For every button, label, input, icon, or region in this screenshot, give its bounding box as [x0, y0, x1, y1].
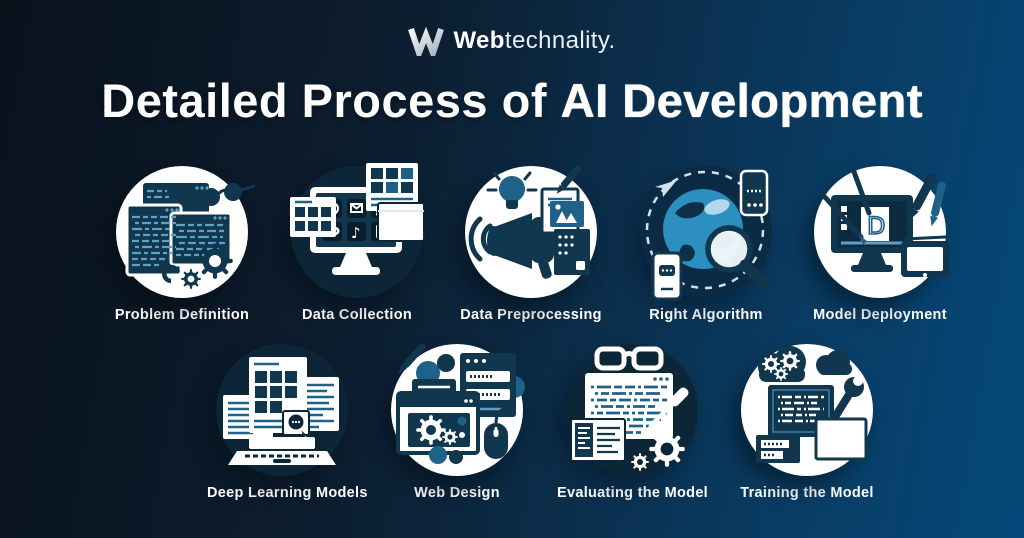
step-label: Problem Definition [114, 307, 250, 323]
step-label: Model Deployment [813, 307, 947, 323]
step-right-algorithm: Right Algorithm [631, 166, 781, 323]
step-model-deployment: D Model Deployment [805, 166, 955, 323]
step-label: Web Design [414, 485, 500, 501]
step-deep-learning-models: Deep Learning Models [207, 344, 368, 501]
page-title: Detailed Process of AI Development [0, 74, 1024, 128]
laptop-grid-windows-icon [223, 357, 339, 465]
code-glasses-screwdriver-icon [570, 346, 689, 471]
step-circle [116, 166, 256, 298]
monitor-app-tiles-windows-icon: ♪ [290, 163, 425, 275]
step-circle: ♪ [290, 163, 425, 298]
title-emphasis: AI Development [560, 74, 923, 127]
svg-text:♪: ♪ [351, 224, 361, 242]
step-circle [216, 344, 348, 476]
step-web-design: Web Design [382, 343, 532, 501]
megaphone-bulb-documents-icon [468, 165, 590, 279]
step-circle [741, 344, 873, 476]
brand-w-icon [408, 26, 445, 56]
step-data-preprocessing: Data Preprocessing [456, 165, 606, 323]
code-windows-gears-glasses-icon [125, 183, 256, 289]
step-circle [465, 165, 597, 298]
step-circle [391, 343, 525, 476]
globe-magnifier-phones-icon [645, 169, 771, 301]
title-regular: Detailed Process of [101, 74, 561, 127]
step-label: Deep Learning Models [207, 485, 368, 501]
brand-name: Webtechnality. [453, 27, 615, 55]
gear-cloud-wrench-code-icon [756, 346, 868, 463]
step-circle [566, 344, 698, 476]
step-label: Data Collection [301, 307, 413, 323]
brand-name-bold: Web [453, 27, 505, 54]
step-circle [640, 166, 772, 301]
step-label: Right Algorithm [649, 307, 763, 323]
step-evaluating-the-model: Evaluating the Model [557, 344, 709, 501]
step-circle: D [814, 166, 949, 298]
step-training-the-model: Training the Model [732, 344, 882, 501]
step-data-collection: ♪ Data Collection [282, 163, 432, 323]
step-label: Training the Model [740, 485, 874, 501]
brand-logo: Webtechnality. [0, 26, 1024, 56]
step-label: Data Preprocessing [460, 307, 602, 323]
monitor-design-tools-icon: D [820, 166, 949, 277]
brand-name-light: technality. [504, 27, 616, 54]
step-problem-definition: Problem Definition [107, 166, 257, 323]
browser-gears-mouse-icon [396, 343, 525, 464]
svg-text:D: D [867, 212, 885, 240]
step-label: Evaluating the Model [557, 485, 709, 501]
